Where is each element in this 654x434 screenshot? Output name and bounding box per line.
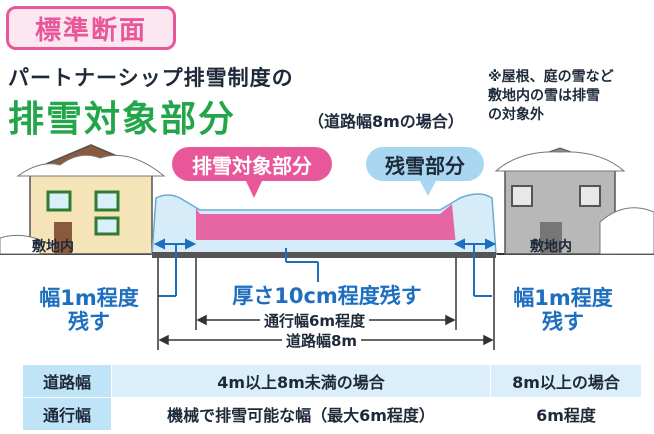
- road-cross-section-diagram: [0, 144, 654, 350]
- side-width-arrows: [153, 238, 497, 297]
- section-tag: 標準断面: [6, 6, 176, 50]
- right-width-line-1: 幅1m程度: [513, 286, 613, 310]
- left-width-line-1: 幅1m程度: [39, 286, 139, 310]
- note-line-2: 敷地内の雪は排雪: [488, 88, 600, 104]
- table-row-header: 通行幅: [22, 397, 112, 431]
- table-header-cell: 8m以上の場合: [490, 364, 642, 398]
- title-note: （道路幅8mの場合）: [308, 112, 464, 131]
- residual-snow-label: 残雪部分: [366, 147, 484, 181]
- page-title: 排雪対象部分: [8, 99, 237, 140]
- road-surface: [152, 252, 496, 258]
- right-width-label: 幅1m程度 残す: [498, 286, 628, 334]
- residual-snow-layer: [196, 240, 456, 248]
- table-header-row: 道路幅 4m以上8m未満の場合 8m以上の場合: [22, 364, 642, 398]
- blue-pointer: [420, 181, 436, 196]
- right-property-label: 敷地内: [530, 239, 572, 255]
- exclusion-note: ※屋根、庭の雪など 敷地内の雪は排雪 の対象外: [488, 68, 654, 125]
- table-header-cell: 4m以上8m未満の場合: [111, 364, 491, 398]
- left-width-line-2: 残す: [68, 310, 110, 334]
- road-width-label: 道路幅8m: [282, 330, 362, 351]
- right-width-line-2: 残す: [542, 310, 584, 334]
- removal-area-label: 排雪対象部分: [172, 147, 332, 181]
- right-house-illustration: [494, 147, 654, 255]
- note-line-3: の対象外: [488, 107, 544, 123]
- subtitle: パートナーシップ排雪制度の: [8, 66, 294, 90]
- left-house-illustration: [0, 144, 166, 255]
- left-property-label: 敷地内: [32, 239, 74, 255]
- thickness-label: 厚さ10cm程度残す: [232, 284, 422, 308]
- pink-pointer: [246, 181, 262, 198]
- table-cell: 機械で排雪可能な幅（最大6m程度）: [111, 397, 491, 431]
- table-row: 通行幅 機械で排雪可能な幅（最大6m程度） 6m程度: [22, 397, 642, 431]
- table-row-header: 道路幅: [22, 364, 112, 398]
- note-line-1: ※屋根、庭の雪など: [488, 69, 614, 85]
- removal-area: [196, 204, 456, 246]
- traffic-width-label: 通行幅6m程度: [260, 310, 370, 331]
- width-table: 道路幅 4m以上8m未満の場合 8m以上の場合 通行幅 機械で排雪可能な幅（最大…: [22, 364, 642, 431]
- left-width-label: 幅1m程度 残す: [24, 286, 154, 334]
- table-cell: 6m程度: [490, 397, 642, 431]
